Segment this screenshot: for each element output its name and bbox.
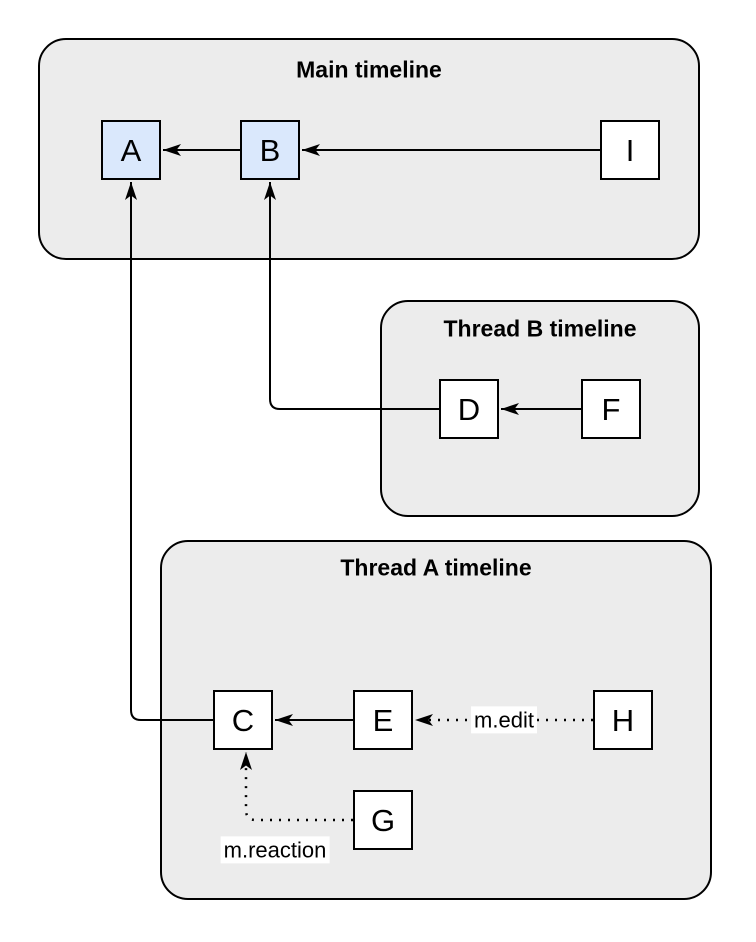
main-timeline-title: Main timeline: [296, 56, 442, 83]
node-g: G: [353, 790, 413, 850]
node-h: H: [593, 690, 653, 750]
node-d: D: [439, 379, 499, 439]
thread-b-timeline-title: Thread B timeline: [443, 315, 637, 342]
node-b: B: [240, 120, 300, 180]
node-c: C: [213, 690, 273, 750]
node-f: F: [581, 379, 641, 439]
thread-a-timeline-title: Thread A timeline: [340, 554, 532, 581]
edge-label-m-reaction: m.reaction: [220, 836, 330, 864]
edge-label-m-edit: m.edit: [471, 706, 537, 734]
node-e: E: [353, 690, 413, 750]
node-i: I: [600, 120, 660, 180]
node-a: A: [101, 120, 161, 180]
